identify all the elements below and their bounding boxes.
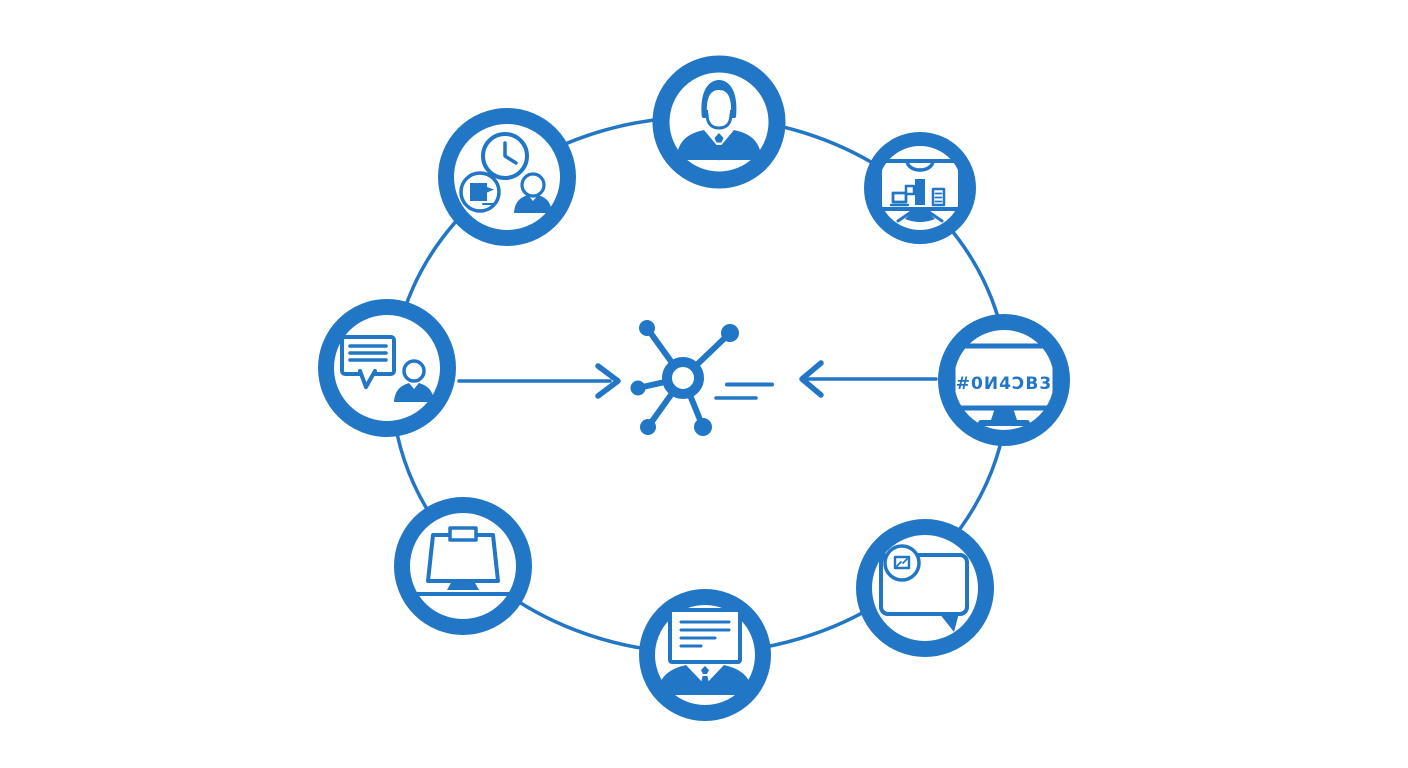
speech-bubble-person-icon <box>340 335 434 402</box>
person-head <box>520 172 546 198</box>
node-bottom-left-laptop <box>394 497 532 635</box>
bubble-tail <box>939 613 959 632</box>
badge-glyph <box>893 555 911 570</box>
monitor-text-icon: #0И4ƆB3 <box>950 343 1058 426</box>
node-top-left-time-management <box>438 108 576 246</box>
box-circle <box>459 171 501 213</box>
laptop-hinge <box>447 581 479 590</box>
monitor-base <box>978 420 1030 426</box>
node-left-communication <box>318 299 456 437</box>
speed-dash-lines <box>714 382 774 400</box>
monitor-bar-chart-icon <box>878 159 962 223</box>
laptop-tab <box>448 526 478 542</box>
left-arrow <box>457 363 621 399</box>
node-ring <box>318 299 456 437</box>
arrow-right-icon <box>595 363 621 399</box>
box-icon <box>470 183 487 201</box>
node-ring <box>394 497 532 635</box>
person-head <box>402 359 426 383</box>
network-hub-icon <box>630 320 739 436</box>
monitor-stand <box>991 408 1017 420</box>
node-bottom-right-chat <box>856 519 994 657</box>
document-sheet <box>668 608 742 664</box>
chat-bubble-badge-icon <box>879 544 969 632</box>
badge-circle <box>883 544 921 582</box>
right-arrow <box>799 360 938 398</box>
node-right-monitor: #0И4ƆB3 <box>938 314 1070 446</box>
node-top-right-analytics <box>864 132 976 244</box>
laptop-icon <box>414 526 512 596</box>
person-shoulders <box>657 665 753 695</box>
screen-tab-shape <box>905 159 935 172</box>
bubble-tail <box>358 369 377 389</box>
node-top-person <box>652 55 786 189</box>
clock-hands <box>503 141 518 165</box>
person-shoulders <box>514 195 552 213</box>
center-hub <box>630 320 774 436</box>
clock-box-person-icon <box>459 132 552 213</box>
monitor-screen-text: #0И4ƆB3 <box>956 374 1052 394</box>
person-tie <box>700 666 710 690</box>
document-person-icon <box>657 608 753 695</box>
person-shoulders <box>394 383 434 402</box>
clock-icon <box>481 132 529 180</box>
node-bottom-document-person <box>639 589 771 721</box>
arrow-left-icon <box>799 360 824 398</box>
businessman-icon <box>676 80 762 161</box>
